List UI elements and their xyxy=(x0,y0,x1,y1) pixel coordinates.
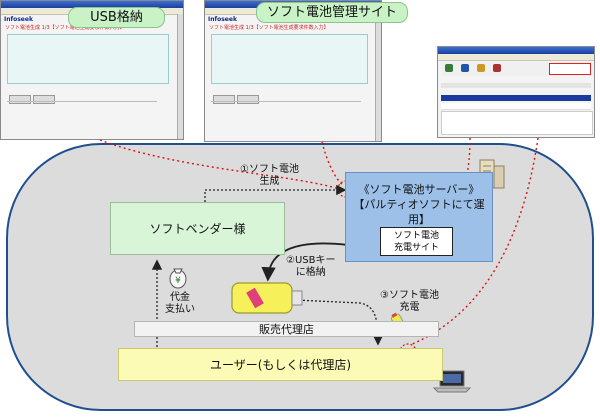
infoseek-logo: Infoseek xyxy=(208,16,237,23)
window-menubar xyxy=(438,54,594,61)
screen-heading: ソフト電池生成 1/3【ソフト電池生成要求件数入力】 xyxy=(209,25,329,31)
server-list-row[interactable] xyxy=(441,103,591,110)
software-vendor-box: ソフトベンダー様 xyxy=(110,202,285,255)
server-title-line1: 《ソフト電池サーバー》 xyxy=(358,183,480,196)
step1-arrow xyxy=(204,184,347,202)
red-dotted-left xyxy=(99,139,343,191)
toolbar-icon[interactable] xyxy=(445,64,453,72)
window-titlebar xyxy=(438,47,594,54)
step2-line2: に格納 xyxy=(295,267,326,278)
clear-button[interactable] xyxy=(237,95,259,104)
usb-key-icon xyxy=(231,282,303,314)
usb-storage-label: USB格納 xyxy=(68,7,165,28)
help-text xyxy=(7,101,157,132)
admin-site-label: ソフト電池管理サイト xyxy=(256,2,408,23)
laptop-icon xyxy=(432,370,472,393)
payment-line2: 支払い xyxy=(165,304,195,315)
toolbar-icon[interactable] xyxy=(461,64,469,72)
money-bag-icon: ¥ xyxy=(169,268,187,289)
admin-screen-window: Infoseek ソフト電池生成 1/3【ソフト電池生成要求件数入力】 xyxy=(204,0,382,142)
confirm-button[interactable] xyxy=(9,95,31,104)
confirm-button[interactable] xyxy=(213,95,235,104)
screen-heading: ソフト電池生成 1/3【ソフト電池生成要求件数入力】 xyxy=(5,25,125,31)
toolbar xyxy=(441,62,591,76)
toolbar-icon[interactable] xyxy=(477,64,485,72)
button-row xyxy=(9,89,57,104)
charge-site-line2: 充電サイト xyxy=(393,243,439,253)
server-list-area xyxy=(441,111,593,135)
battery-server-box: 《ソフト電池サーバー》 【パルティオソフトにて運用】 xyxy=(345,172,493,262)
vendor-label: ソフトベンダー様 xyxy=(149,222,246,236)
step2-line1: ②USBキー xyxy=(286,255,336,266)
step3-arrow xyxy=(294,299,384,346)
step3-line2: 充電 xyxy=(399,302,420,313)
user-box: ユーザー(もしくは代理店) xyxy=(118,348,443,381)
scrollbar[interactable] xyxy=(375,14,381,141)
help-text xyxy=(211,101,361,132)
payment-line1: 代金 xyxy=(170,292,190,303)
server-list-row-selected[interactable] xyxy=(441,95,591,101)
step1-label: ①ソフト電池 生成 xyxy=(240,164,299,188)
toolbar-icon[interactable] xyxy=(493,64,501,72)
user-label: ユーザー(もしくは代理店) xyxy=(209,358,352,372)
charge-site-line1: ソフト電池 xyxy=(393,231,439,241)
server-title: 《ソフト電池サーバー》 【パルティオソフトにて運用】 xyxy=(346,182,492,227)
clear-button[interactable] xyxy=(33,95,55,104)
infoseek-logo: Infoseek xyxy=(4,16,33,23)
server-title-line2: 【パルティオソフトにて運用】 xyxy=(353,198,485,226)
request-table xyxy=(211,34,368,84)
scrollbar[interactable] xyxy=(177,14,183,139)
dealer-label: 販売代理店 xyxy=(259,323,314,336)
window-titlebar xyxy=(1,1,183,8)
server-screen-window xyxy=(437,46,595,138)
step3-line1: ③ソフト電池 xyxy=(380,290,439,301)
server-list-header xyxy=(441,83,591,88)
step2-label: ②USBキー に格納 xyxy=(286,255,336,279)
step3-label: ③ソフト電池 充電 xyxy=(380,290,439,314)
sales-agent-box: 販売代理店 xyxy=(134,321,439,337)
charge-site-box: ソフト電池 充電サイト xyxy=(380,227,453,256)
red-dotted-center xyxy=(321,141,345,187)
button-row xyxy=(213,89,261,104)
step1-line2: 生成 xyxy=(259,176,280,187)
request-table xyxy=(7,34,169,84)
svg-text:¥: ¥ xyxy=(175,276,181,286)
step1-line1: ①ソフト電池 xyxy=(240,164,299,175)
payment-label: 代金 支払い xyxy=(165,292,195,316)
highlight-button[interactable] xyxy=(549,63,591,75)
